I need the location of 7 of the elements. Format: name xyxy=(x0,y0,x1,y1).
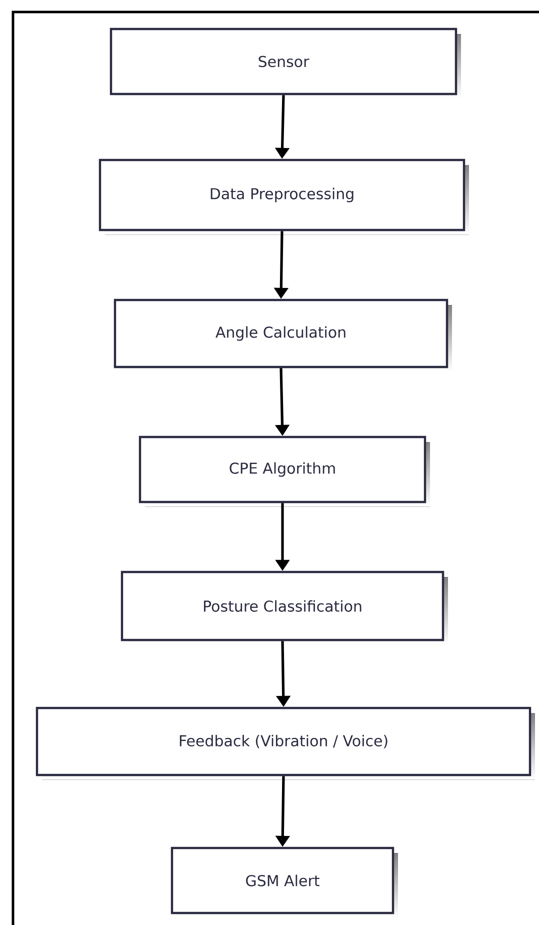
process-box: Angle Calculation xyxy=(114,298,452,372)
process-box: GSM Alert xyxy=(170,846,398,918)
process-box: Data Preprocessing xyxy=(98,158,469,235)
process-box: Feedback (Vibration / Voice) xyxy=(36,706,535,780)
process-box: CPE Algorithm xyxy=(138,436,430,507)
process-box: Posture Classification xyxy=(120,570,448,645)
process-box: Sensor xyxy=(110,28,461,99)
